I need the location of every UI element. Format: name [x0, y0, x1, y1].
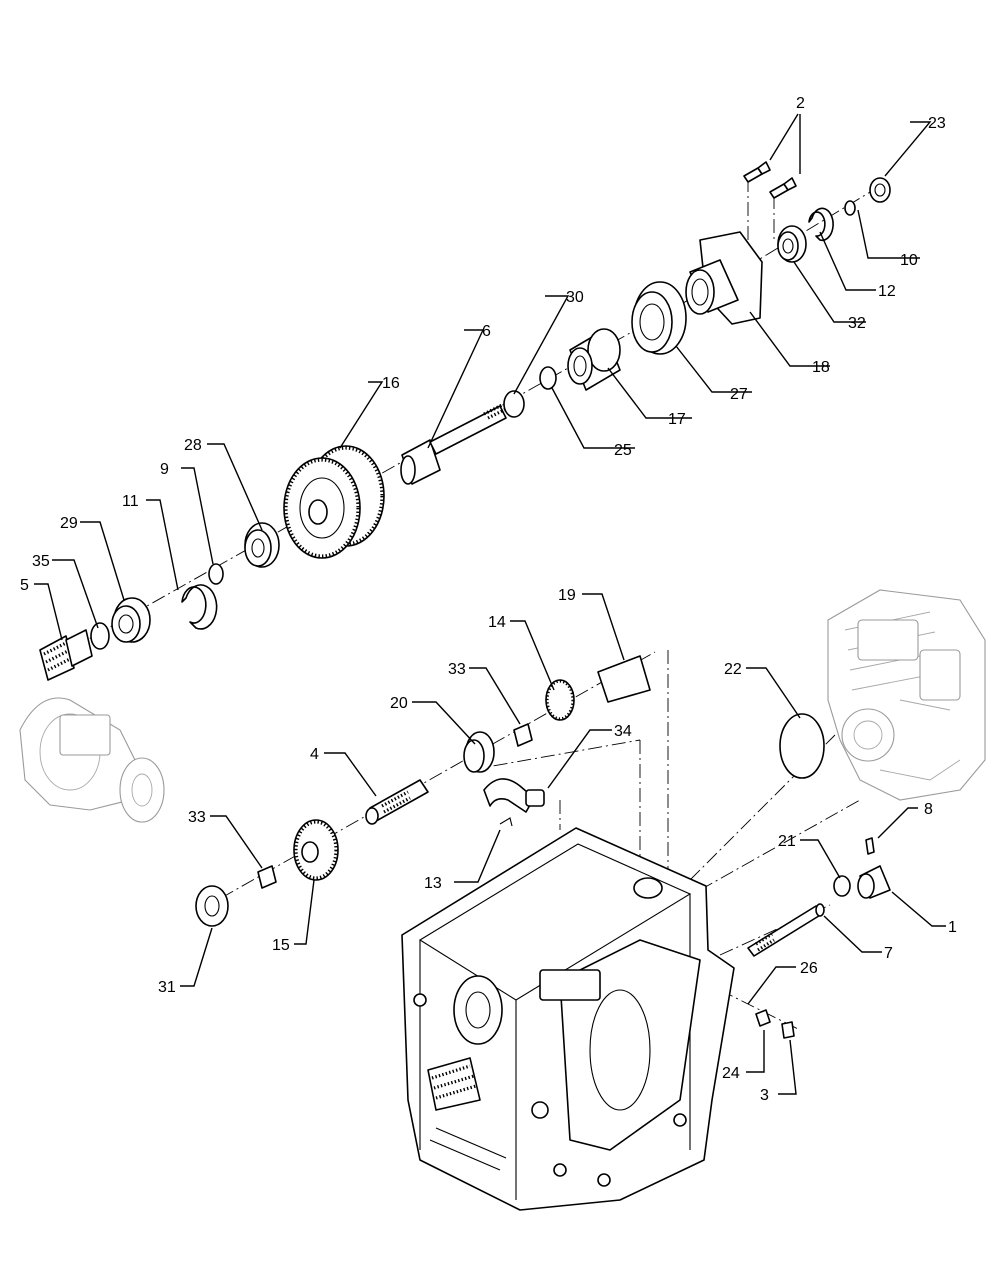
callout-11: 11 [122, 493, 139, 510]
transmission-case [401, 827, 735, 1211]
engine-outline [827, 589, 986, 801]
callout-16: 16 [382, 375, 400, 392]
part-34-shift-fork [483, 778, 545, 813]
callout-8: 8 [924, 801, 933, 818]
side-parts [747, 837, 891, 1039]
part-11-snap-ring [181, 584, 218, 630]
part-29-bearing [111, 597, 151, 643]
callout-27: 27 [730, 386, 748, 403]
callout-29: 29 [60, 515, 78, 532]
callout-21: 21 [778, 833, 796, 850]
part-16-cluster-gear [283, 445, 385, 559]
part-2-bolts [743, 161, 797, 199]
part-35-ring [90, 622, 110, 650]
part-24-spring [755, 1009, 771, 1027]
callout-9: 9 [160, 461, 169, 478]
callout-labels: 2 23 10 12 32 18 30 6 27 17 25 16 28 9 1… [20, 95, 957, 1104]
callout-30: 30 [566, 289, 584, 306]
part-33-bushing-lower [257, 865, 277, 889]
part-22-o-ring [779, 713, 825, 779]
callout-13: 13 [424, 875, 442, 892]
part-17-needle-bearing [567, 328, 621, 391]
callout-6: 6 [482, 323, 491, 340]
part-23-seal [869, 177, 891, 203]
callout-10: 10 [900, 252, 918, 269]
part-25-spacer [539, 366, 557, 390]
part-21-ring [833, 875, 851, 897]
part-30-washer [503, 390, 525, 418]
part-7-shift-rod [747, 903, 825, 957]
callout-34: 34 [614, 723, 632, 740]
callout-20: 20 [390, 695, 408, 712]
housing-outline [19, 697, 165, 823]
callout-28: 28 [184, 437, 202, 454]
callout-4: 4 [310, 746, 319, 763]
callout-2: 2 [796, 95, 805, 112]
part-6-shaft [400, 403, 507, 485]
part-1-fitting [857, 865, 891, 899]
callout-7: 7 [884, 945, 893, 962]
callout-31: 31 [158, 979, 176, 996]
callout-14: 14 [488, 614, 506, 631]
part-15-gear [293, 819, 339, 881]
part-4-shaft [365, 779, 429, 825]
part-3-plug [781, 1021, 795, 1039]
callout-15: 15 [272, 937, 290, 954]
part-19-sleeve [597, 655, 651, 703]
part-13-clip [499, 817, 513, 827]
callout-22: 22 [724, 661, 742, 678]
callout-24: 24 [722, 1065, 740, 1082]
callout-3: 3 [760, 1087, 769, 1104]
part-8-pin [865, 837, 875, 855]
callout-19: 19 [558, 587, 576, 604]
callout-1: 1 [948, 919, 957, 936]
callout-18: 18 [812, 359, 830, 376]
part-27-bearing [631, 281, 687, 355]
callout-32: 32 [848, 315, 866, 332]
callout-12: 12 [878, 283, 896, 300]
callout-33-upper: 33 [448, 661, 466, 678]
callout-5: 5 [20, 577, 29, 594]
leader-lines [34, 113, 946, 1095]
lower-shaft-group [195, 655, 825, 927]
callout-17: 17 [668, 411, 686, 428]
part-12-snap-ring [808, 207, 834, 242]
part-14-gear [545, 679, 575, 721]
part-28-bearing [244, 522, 280, 568]
part-32-bearing [777, 225, 807, 263]
part-33-bushing-upper [513, 723, 533, 747]
part-9-ring [208, 563, 224, 585]
callout-26: 26 [800, 960, 818, 977]
part-18-bearing-housing [685, 231, 763, 325]
part-31-bearing [195, 885, 229, 927]
callout-23: 23 [928, 115, 946, 132]
part-5-pinion [39, 629, 93, 681]
callout-33-lower: 33 [188, 809, 206, 826]
callout-35: 35 [32, 553, 50, 570]
upper-shaft-group [39, 161, 891, 681]
part-10-ring [844, 200, 856, 216]
callout-25: 25 [614, 442, 632, 459]
